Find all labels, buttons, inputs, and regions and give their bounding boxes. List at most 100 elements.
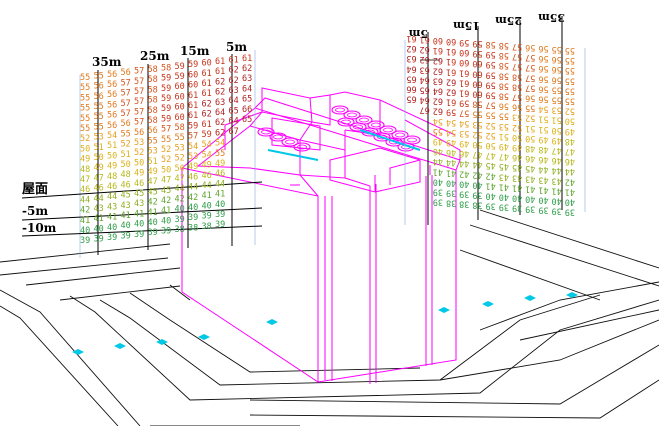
noise-value: 59 xyxy=(161,74,171,84)
noise-value: 63 xyxy=(420,64,430,74)
noise-value: 56 xyxy=(94,92,104,102)
fan-unit-icon xyxy=(359,117,369,123)
noise-value: 60 xyxy=(472,78,482,88)
building-edge xyxy=(317,170,457,383)
noise-value: 41 xyxy=(446,167,456,177)
noise-value: 40 xyxy=(486,191,496,201)
noise-value: 55 xyxy=(121,129,131,139)
noise-value: 39 xyxy=(188,213,198,223)
noise-value: 54 xyxy=(446,117,456,127)
building-edge xyxy=(379,99,456,136)
noise-value: 62 xyxy=(433,65,443,75)
noise-value: 58 xyxy=(175,123,185,133)
noise-value: 52 xyxy=(486,130,496,140)
panel-labels: 35m 25m 15m 5m 屋面 -5m -10m 5m 15m 25m 35… xyxy=(22,11,565,235)
marker-diamond-icon xyxy=(566,292,578,298)
fan-unit-icon xyxy=(335,107,345,113)
building-edge xyxy=(249,111,313,141)
noise-value: 50 xyxy=(525,133,535,143)
noise-value: 60 xyxy=(472,68,482,78)
noise-value: 38 xyxy=(202,222,212,232)
noise-value: 44 xyxy=(215,179,225,189)
road-line xyxy=(459,249,601,301)
fan-unit-icon xyxy=(353,124,363,130)
noise-value: 40 xyxy=(188,203,198,213)
noise-value: 43 xyxy=(512,172,522,182)
noise-value: 55 xyxy=(94,112,104,122)
noise-value: 55 xyxy=(80,93,90,103)
noise-value: 49 xyxy=(512,142,522,152)
noise-value: 40 xyxy=(134,220,144,230)
noise-value: 44 xyxy=(175,184,185,194)
noise-value: 51 xyxy=(538,124,548,134)
road-line xyxy=(0,305,119,426)
fan-unit-icon xyxy=(293,142,311,152)
noise-value: 59 xyxy=(446,107,456,117)
noise-value: 51 xyxy=(121,150,131,160)
right-dist-label-2: 25m xyxy=(495,14,522,27)
noise-value: 61 xyxy=(229,55,239,65)
noise-value: 41 xyxy=(121,211,131,221)
noise-value: 55 xyxy=(80,83,90,93)
fan-unit-icon xyxy=(261,129,271,135)
noise-value: 55 xyxy=(80,114,90,124)
left-dist-label-1: 25m xyxy=(140,49,170,63)
fan-unit-icon xyxy=(347,112,357,118)
building-edge xyxy=(324,196,333,381)
noise-value: 47 xyxy=(161,176,171,186)
fan-unit-icon xyxy=(331,105,349,115)
noise-value: 40 xyxy=(215,200,225,210)
noise-value: 46 xyxy=(134,179,144,189)
noise-value: 44 xyxy=(446,157,456,167)
noise-value: 49 xyxy=(499,141,509,151)
noise-value: 39 xyxy=(80,236,90,246)
noise-value: 50 xyxy=(175,164,185,174)
noise-value: 60 xyxy=(472,89,482,99)
noise-value: 59 xyxy=(472,38,482,48)
noise-value: 61 xyxy=(188,101,198,111)
noise-value: 54 xyxy=(215,139,225,149)
noise-value: 60 xyxy=(188,81,198,91)
noise-value: 48 xyxy=(121,170,131,180)
noise-value: 49 xyxy=(94,163,104,173)
noise-value: 53 xyxy=(94,133,104,143)
noise-value: 39 xyxy=(148,228,158,238)
road-line xyxy=(25,267,181,286)
marker-diamond-icon xyxy=(438,307,450,313)
noise-value: 60 xyxy=(175,82,185,92)
fan-unit-icon xyxy=(371,122,381,128)
noise-value: 59 xyxy=(202,130,212,140)
noise-value: 41 xyxy=(107,213,117,223)
road-line xyxy=(249,379,659,419)
noise-value: 43 xyxy=(134,199,144,209)
noise-value: 65 xyxy=(406,94,416,104)
noise-value: 44 xyxy=(565,166,575,176)
marker-diamond-icon xyxy=(198,334,210,340)
noise-value: 39 xyxy=(215,210,225,220)
noise-value: 56 xyxy=(107,121,117,131)
noise-value: 60 xyxy=(459,57,469,67)
noise-value: 48 xyxy=(538,144,548,154)
building-edge xyxy=(271,117,321,151)
road-line xyxy=(519,309,659,341)
noise-value: 52 xyxy=(161,145,171,155)
noise-value: 60 xyxy=(175,92,185,102)
level-line xyxy=(21,181,263,199)
noise-value: 39 xyxy=(175,215,185,225)
noise-value: 55 xyxy=(161,135,171,145)
noise-value: 57 xyxy=(121,89,131,99)
noise-value: 58 xyxy=(512,81,522,91)
noise-value: 48 xyxy=(525,143,535,153)
noise-value: 54 xyxy=(446,127,456,137)
noise-value: 40 xyxy=(161,216,171,226)
noise-value: 50 xyxy=(486,140,496,150)
noise-value: 50 xyxy=(161,165,171,175)
noise-value: 62 xyxy=(202,110,212,120)
noise-value: 47 xyxy=(472,149,482,159)
noise-value: 63 xyxy=(229,86,239,96)
noise-value: 49 xyxy=(202,161,212,171)
noise-value: 60 xyxy=(202,59,212,69)
noise-value: 57 xyxy=(134,107,144,117)
noise-value: 42 xyxy=(565,176,575,186)
